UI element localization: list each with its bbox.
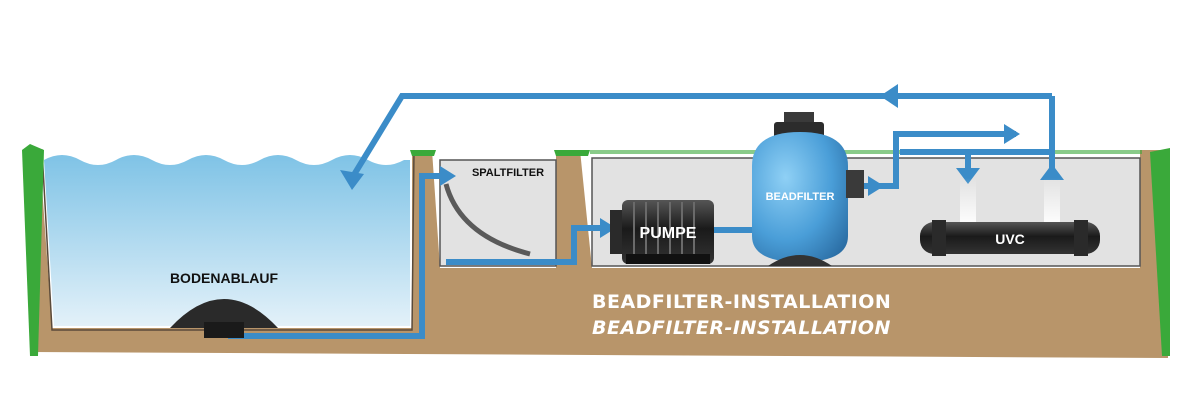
pipe-drain-to-spaltfilter [228,173,448,339]
pond [44,155,410,326]
drain-dome [170,299,278,328]
arrow-out-of-uvc [1040,164,1064,180]
arrow-into-pond [340,170,364,190]
arrow-into-pump [600,218,616,238]
pump-end-left [610,210,622,254]
tank-body [752,132,848,262]
pipe-return-to-pond [349,93,1052,180]
drain-base [204,322,244,338]
soil [30,150,1168,358]
label-spaltfilter: SPALTFILTER [472,167,544,179]
label-bodenablauf: BODENABLAUF [170,270,279,286]
uvc-body [920,222,1100,254]
grass-mid1 [410,150,436,156]
tank-outlet [846,170,864,198]
pipe-spalt-to-pump [446,225,606,265]
grass-top-strip [590,150,1142,154]
uvc-unit: UVC [920,178,1100,256]
grass-mid2 [554,150,590,156]
uvc-glow-left [960,178,976,224]
uvc-collar-right [1074,220,1088,256]
tank-stand [768,255,832,266]
spaltfilter-screen [443,183,531,257]
uvc-collar-left [932,220,946,256]
arrow-return-top [880,84,898,108]
pond-water [44,155,410,326]
label-uvc: UVC [995,231,1025,247]
label-beadfilter: BEADFILTER [766,191,835,203]
grass-left [22,144,44,356]
title-line-2: BEADFILTER-INSTALLATION [592,317,891,339]
arrow-into-uvc [956,168,980,184]
pipes [228,93,1055,339]
arrow-beadfilter-out [868,176,884,196]
uvc-glow-right [1044,178,1060,224]
grass-right [1150,148,1170,356]
flow-arrows [340,84,1064,238]
label-pumpe: PUMPE [640,225,697,242]
pump: PUMPE [610,200,714,264]
beadfilter-tank: BEADFILTER [752,112,864,266]
arrow-upper-header [1004,124,1020,144]
pump-fins [633,202,695,262]
arrow-into-spaltfilter [440,166,456,186]
pump-foot [626,254,710,264]
bottom-drain: BODENABLAUF [170,270,279,338]
spaltfilter-chamber [439,159,557,267]
title-line-1: BEADFILTER-INSTALLATION [592,291,891,313]
